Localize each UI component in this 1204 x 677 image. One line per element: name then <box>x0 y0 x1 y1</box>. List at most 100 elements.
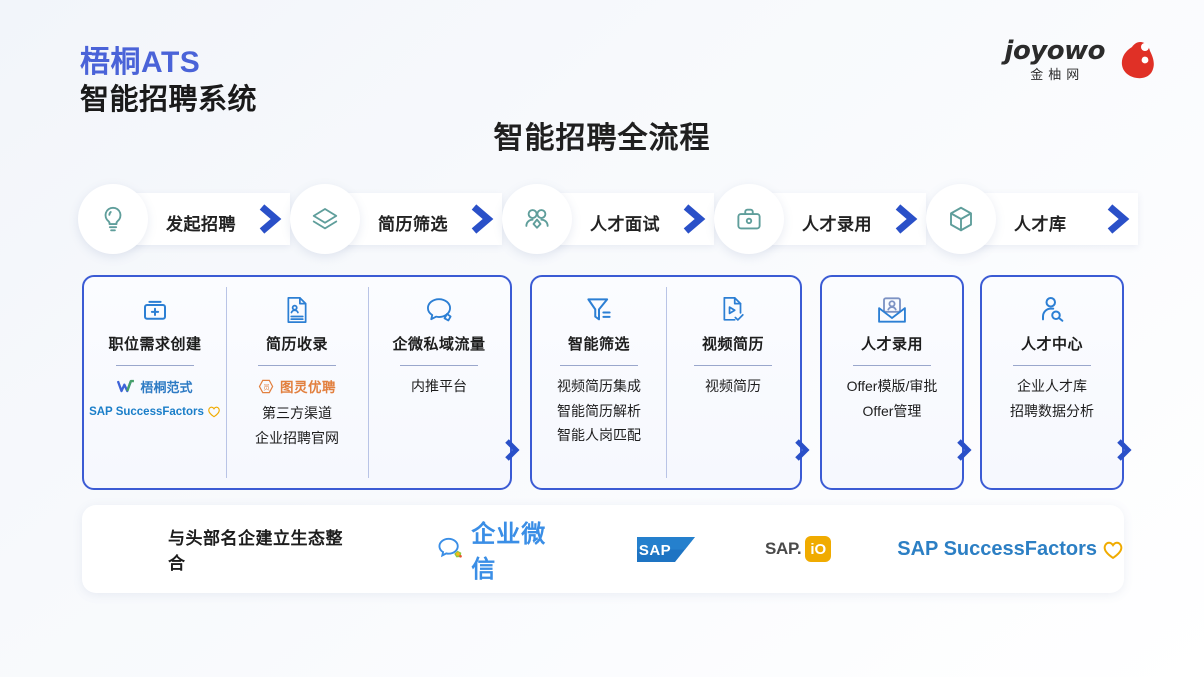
sap-io-word: SAP. <box>764 539 802 558</box>
logo-wordmark: joyowo <box>1004 36 1106 66</box>
col-item: Offer模版/审批 <box>846 378 938 394</box>
col-item: Offer管理 <box>862 402 922 419</box>
divider <box>400 365 478 366</box>
logo-text: joyowo 金柚网 <box>1004 36 1106 82</box>
capability-column[interactable]: 企微私域流量 内推平台 <box>368 277 510 488</box>
tuling-logo-text: 图灵优聘 <box>280 380 336 395</box>
wecom-label: 企业微信 <box>471 521 547 583</box>
col-items: 视频简历集成 智能简历解析 智能人岗匹配 <box>557 376 641 447</box>
col-items: 视频简历 <box>705 376 761 398</box>
step-icon-badge <box>926 184 996 254</box>
capability-column[interactable]: 视频简历 视频简历 <box>666 277 800 488</box>
layers-icon <box>312 208 338 230</box>
capability-card-3[interactable]: 人才录用 Offer模版/审批 Offer管理 <box>820 275 972 490</box>
process-step-2[interactable]: 简历筛选 <box>290 184 502 254</box>
heart-icon <box>1103 541 1123 559</box>
divider <box>694 365 772 366</box>
col-title: 企微私域流量 <box>392 336 486 353</box>
chevron-right-icon <box>957 439 972 461</box>
svg-text:员: 员 <box>263 383 270 391</box>
resume-doc-icon <box>287 297 307 323</box>
capability-column[interactable]: 智能筛选 视频简历集成 智能简历解析 智能人岗匹配 <box>532 277 666 488</box>
col-item: 视频简历集成 <box>557 378 641 394</box>
wecom-logo[interactable]: 企业微信 <box>437 514 567 584</box>
wutong-logo-text: 梧桐范式 <box>140 379 193 395</box>
capability-card-1[interactable]: 职位需求创建 梧桐范式 SAP SuccessFactors <box>82 275 520 490</box>
capability-card-4[interactable]: 人才中心 企业人才库 招聘数据分析 <box>980 275 1132 490</box>
lightbulb-icon <box>104 206 122 232</box>
briefcase-icon <box>737 208 761 230</box>
sap-successfactors-logo[interactable]: SAP SuccessFactors <box>897 538 1124 561</box>
person-search-icon <box>1042 297 1064 322</box>
process-step-3[interactable]: 人才面试 <box>502 184 714 254</box>
company-logo: joyowo 金柚网 <box>1005 38 1156 81</box>
capability-column[interactable]: 简历收录 员 图灵优聘 第三方渠道 企业招聘官网 <box>226 277 368 488</box>
col-item: 招聘数据分析 <box>1010 402 1094 419</box>
step-label: 简历筛选 <box>378 215 448 234</box>
chevron-right-icon <box>505 439 520 461</box>
partner-ecosystem-bar: 与头部名企建立生态整合 企业微信 SAP SAP. iO SAP Success… <box>82 505 1124 593</box>
col-items: 梧桐范式 SAP SuccessFactors <box>89 376 221 418</box>
col-icon-wrap <box>423 294 455 326</box>
process-step-strip: 发起招聘 简历筛选 人才面试 <box>78 184 1138 256</box>
step-label: 发起招聘 <box>166 215 236 234</box>
col-items: 员 图灵优聘 第三方渠道 企业招聘官网 <box>255 376 339 449</box>
chevron-right-icon <box>1117 439 1132 461</box>
sap-io-logo[interactable]: SAP. iO <box>764 536 832 562</box>
capability-card-2[interactable]: 智能筛选 视频简历集成 智能简历解析 智能人岗匹配 视频简历 <box>530 275 810 490</box>
wecom-icon <box>438 537 462 558</box>
video-doc-icon <box>723 297 744 321</box>
col-icon-wrap <box>1038 294 1066 326</box>
capability-column[interactable]: 人才中心 企业人才库 招聘数据分析 <box>982 277 1122 488</box>
divider <box>853 365 931 366</box>
svg-text:SAP: SAP <box>639 542 671 559</box>
step-label: 人才录用 <box>802 215 872 234</box>
divider <box>116 365 194 366</box>
divider <box>1013 365 1091 366</box>
heart-icon <box>208 406 220 418</box>
chevron-right-icon <box>259 204 282 234</box>
sap-successfactors-logo: SAP SuccessFactors <box>89 405 221 418</box>
step-icon-badge <box>78 184 148 254</box>
step-icon-badge <box>502 184 572 254</box>
brand-title-primary: 梧桐ATS <box>80 46 201 79</box>
wutong-mark-icon <box>117 379 135 392</box>
col-item: 智能人岗匹配 <box>557 427 641 444</box>
chevron-right-icon <box>895 204 918 234</box>
col-item: 企业人才库 <box>1017 378 1087 394</box>
col-icon-wrap <box>719 294 747 326</box>
col-icon-wrap <box>283 294 311 326</box>
process-step-4[interactable]: 人才录用 <box>714 184 926 254</box>
col-title: 职位需求创建 <box>108 336 202 353</box>
col-icon-wrap <box>585 294 613 326</box>
brand-block: 梧桐ATS 智能招聘系统 <box>80 44 257 118</box>
joyowo-mark-icon <box>1114 39 1156 81</box>
col-items: 企业人才库 招聘数据分析 <box>1010 376 1094 422</box>
cube-icon <box>950 206 972 232</box>
chat-bubble-icon <box>427 298 452 322</box>
chevron-right-icon <box>471 204 494 234</box>
tuling-logo: 员 图灵优聘 <box>258 376 336 396</box>
offer-envelope-icon <box>878 297 906 323</box>
chevron-right-icon <box>795 439 810 461</box>
step-icon-badge <box>714 184 784 254</box>
step-label: 人才面试 <box>590 215 660 234</box>
filter-icon <box>587 298 611 321</box>
capability-column[interactable]: 职位需求创建 梧桐范式 SAP SuccessFactors <box>84 277 226 488</box>
col-icon-wrap <box>140 294 170 326</box>
step-label: 人才库 <box>1014 215 1067 234</box>
chevron-right-icon <box>683 204 706 234</box>
col-item: 企业招聘官网 <box>255 429 339 446</box>
col-title: 视频简历 <box>701 336 764 353</box>
col-title: 智能筛选 <box>567 336 630 353</box>
process-step-5[interactable]: 人才库 <box>926 184 1138 254</box>
col-item: 智能简历解析 <box>557 402 641 419</box>
col-item: 视频简历 <box>705 378 761 394</box>
col-items: 内推平台 <box>411 376 467 398</box>
logo-chinese-name: 金柚网 <box>1030 67 1085 82</box>
process-step-1[interactable]: 发起招聘 <box>78 184 290 254</box>
tuling-mark-icon: 员 <box>258 379 274 393</box>
capability-column[interactable]: 人才录用 Offer模版/审批 Offer管理 <box>822 277 962 488</box>
sap-logo[interactable]: SAP <box>636 534 699 565</box>
divider <box>258 365 336 366</box>
